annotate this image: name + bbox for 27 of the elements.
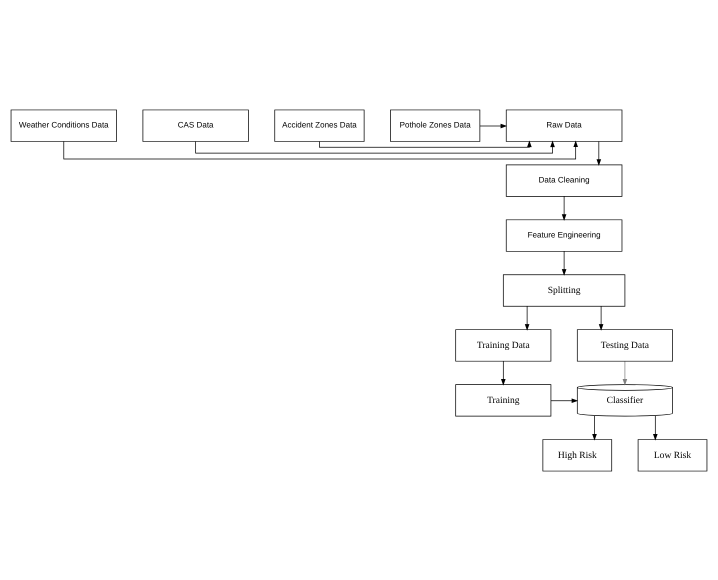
- arrow: [562, 196, 566, 220]
- node-box: Pothole Zones Data: [390, 109, 480, 142]
- arrow: [596, 140, 602, 166]
- arrow: [480, 123, 508, 128]
- arrow: [592, 415, 597, 440]
- arrow: [524, 306, 530, 330]
- node-box: Low Risk: [638, 438, 708, 471]
- node-box: Training Data: [455, 328, 552, 362]
- arrow: [653, 415, 658, 440]
- arrow: [63, 140, 578, 159]
- node-box: CAS Data: [142, 109, 249, 142]
- node-box: High Risk: [542, 438, 612, 471]
- arrow: [622, 360, 628, 386]
- arrow: [195, 140, 555, 154]
- node-box: Weather Conditions Data: [10, 109, 117, 142]
- arrow: [562, 250, 566, 276]
- arrow: [598, 306, 604, 330]
- arrow: [501, 360, 506, 386]
- node-box: Raw Data: [506, 109, 622, 142]
- node-box: Training: [455, 384, 552, 416]
- node-box: Data Cleaning: [506, 164, 622, 196]
- node-box: Feature Engineering: [506, 218, 622, 252]
- arrow: [550, 398, 578, 403]
- node-box: Testing Data: [576, 328, 673, 362]
- node-box: Accident Zones Data: [274, 109, 364, 142]
- arrow: [319, 140, 532, 148]
- node-box: Splitting: [502, 274, 626, 306]
